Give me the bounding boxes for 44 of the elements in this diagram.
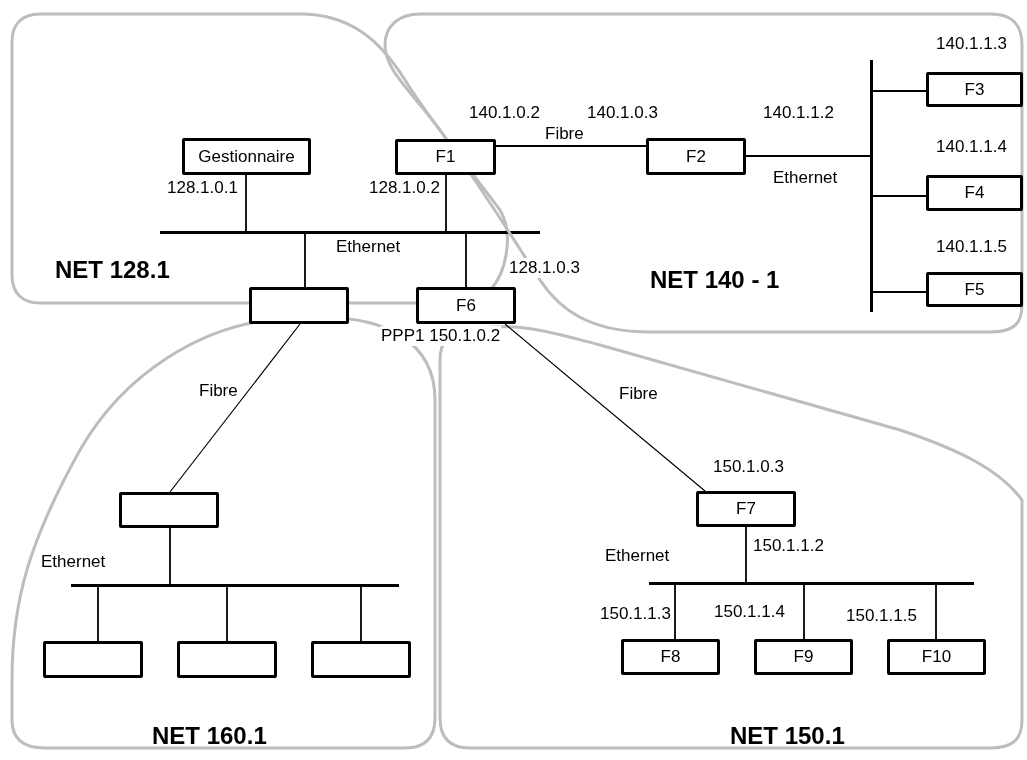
network-label: NET 140 - 1: [650, 266, 780, 294]
connection-line: [504, 323, 706, 492]
bus-line: [160, 231, 540, 234]
device-box: F6: [416, 287, 516, 324]
device-box: [311, 641, 411, 678]
connection-line: [169, 323, 301, 493]
address-label: 128.1.0.3: [508, 258, 581, 278]
device-box: [177, 641, 277, 678]
device-box: F5: [926, 272, 1023, 307]
address-label: PPP1 150.1.0.2: [380, 326, 502, 346]
device-box: Gestionnaire: [182, 138, 311, 175]
connection-line: [169, 527, 171, 585]
connection-line: [245, 174, 247, 232]
bus-line: [870, 60, 873, 312]
connection-line: [803, 584, 805, 640]
device-box: F2: [646, 138, 746, 175]
bus-line: [71, 584, 399, 587]
connection-line: [674, 584, 676, 640]
network-label: NET 160.1: [152, 722, 267, 750]
connection-line: [745, 155, 871, 157]
device-box: [43, 641, 143, 678]
connection-line: [935, 584, 937, 640]
connection-line: [872, 90, 927, 92]
device-box: F7: [696, 491, 796, 527]
device-box: F8: [621, 639, 720, 675]
connection-line: [360, 586, 362, 642]
connection-line: [745, 526, 747, 583]
device-box: F4: [926, 175, 1023, 211]
network-label: NET 150.1: [730, 722, 845, 750]
network-label: NET 128.1: [55, 256, 170, 284]
device-box: [249, 287, 349, 324]
connection-line: [445, 174, 447, 232]
connection-line: [495, 145, 647, 147]
device-box: F9: [754, 639, 853, 675]
connection-line: [226, 586, 228, 642]
connection-line: [872, 195, 927, 197]
device-box: [119, 492, 219, 528]
connection-line: [304, 233, 306, 288]
connection-line: [872, 291, 927, 293]
connection-line: [465, 233, 467, 288]
connection-line: [97, 586, 99, 642]
device-box: F3: [926, 72, 1023, 107]
device-box: F10: [887, 639, 986, 675]
bus-line: [649, 582, 974, 585]
